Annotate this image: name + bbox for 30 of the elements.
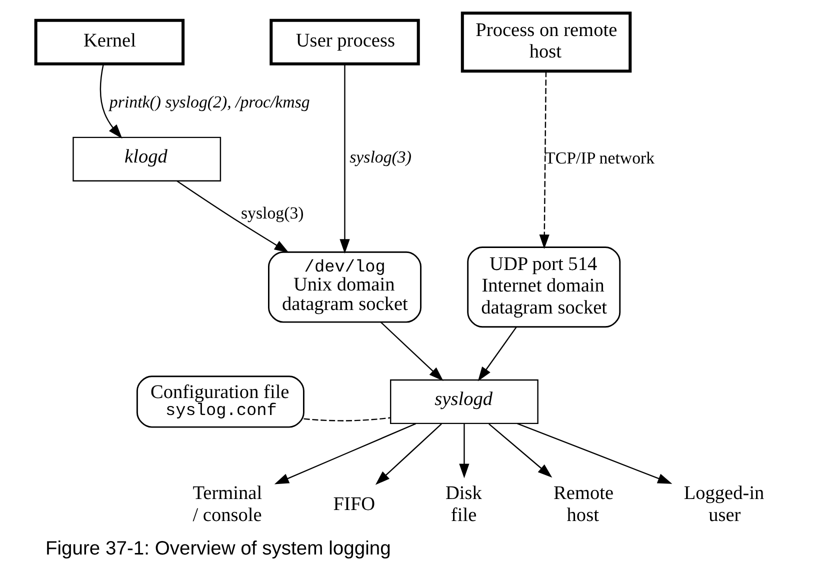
node-text: Terminal / console (192, 483, 262, 526)
node-box: klogd (72, 136, 222, 182)
edge-label: printk() syslog(2), /proc/kmsg (109, 92, 310, 112)
connector (304, 417, 391, 422)
edge-label: syslog(3) (350, 147, 412, 166)
node-box: syslogd (390, 379, 538, 424)
arrow (100, 64, 122, 139)
node-text: Remote host (554, 483, 614, 526)
node-text: Logged-in user (684, 483, 764, 526)
arrow (478, 326, 517, 382)
caption: Figure 37-1: Overview of system logging (45, 538, 391, 560)
node-box: Configuration file syslog.conf (136, 376, 304, 428)
arrow (380, 322, 444, 381)
edge-label: syslog(3) (240, 204, 304, 223)
arrow (274, 423, 416, 484)
arrow (539, 71, 550, 250)
arrow (517, 423, 672, 484)
arrow (459, 424, 470, 478)
node-text: FIFO (333, 494, 376, 516)
edge-label: TCP/IP network (545, 148, 655, 168)
arrow (340, 64, 350, 254)
arrow (176, 180, 289, 253)
node-text: Disk file (446, 483, 482, 526)
node-box: Kernel (34, 18, 185, 66)
arrow (488, 423, 552, 478)
node-box: Process on remote host (460, 12, 632, 73)
node-box: /dev/log Unix domain datagram socket (268, 251, 422, 323)
node-box: UDP port 514 Internet domain datagram socket (467, 246, 621, 328)
node-box: User process (270, 18, 420, 66)
arrow (375, 423, 442, 485)
